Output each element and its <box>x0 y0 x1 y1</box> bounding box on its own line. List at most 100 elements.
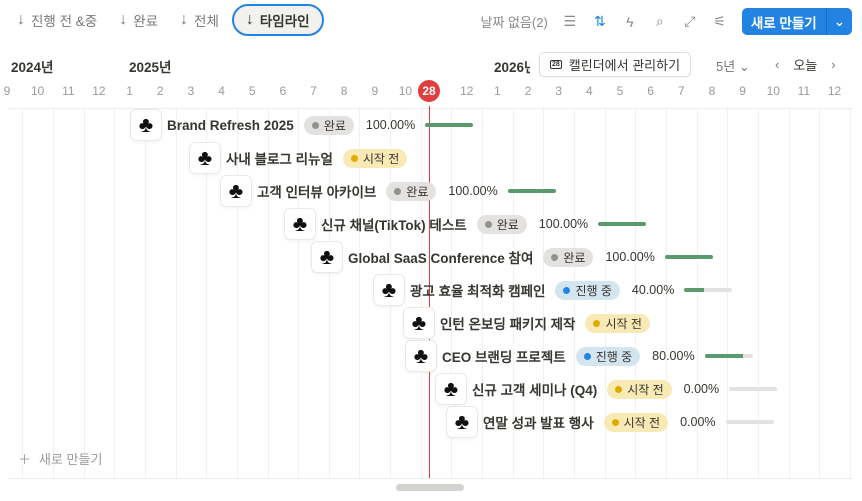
status-badge: 완료 <box>543 247 594 267</box>
status-label: 시작 전 <box>623 415 661 430</box>
new-button[interactable]: 새로 만들기 ⌄ <box>741 8 852 35</box>
item-name: 신규 고객 세미나 (Q4) <box>472 383 598 398</box>
year-label: 2024년 <box>11 60 54 75</box>
prev-button[interactable]: ‹ <box>775 57 780 72</box>
status-badge: 진행 중 <box>575 346 641 366</box>
gridline <box>819 108 821 479</box>
arrow-down-icon: ↓ <box>245 11 254 28</box>
today-marker: 28 <box>418 80 440 102</box>
item-name: 고객 인터뷰 아카이브 <box>257 185 377 200</box>
manage-in-calendar-button[interactable]: 28 캘린더에서 관리하기 <box>539 52 692 77</box>
progress-text: 0.00% <box>683 382 720 396</box>
tab-1[interactable]: ↓완료 <box>110 4 167 36</box>
gridline <box>114 108 116 479</box>
month-label: 7 <box>310 84 317 98</box>
automation-icon[interactable]: ϟ <box>626 13 634 30</box>
progress-bar <box>704 354 753 358</box>
no-date-button[interactable]: 날짜 없음(2) <box>480 15 548 30</box>
gridline <box>512 108 514 479</box>
new-button-label[interactable]: 새로 만들기 <box>750 15 817 31</box>
year-label: 2025년 <box>129 60 172 75</box>
month-label: 12 <box>827 84 842 98</box>
toolbar: 날짜 없음(2) ☰ ⇅ ϟ ⌕ ⤢ ⚟ 새로 만들기 ⌄ <box>480 8 852 35</box>
today-line <box>429 106 430 479</box>
today-button[interactable]: 오늘 <box>793 58 818 73</box>
club-icon: ♣ <box>190 143 220 173</box>
status-label: 진행 중 <box>575 283 612 298</box>
gridline <box>849 108 851 479</box>
club-icon: ♣ <box>374 275 404 305</box>
gridline <box>757 108 759 479</box>
status-dot <box>593 319 601 327</box>
tab-label: 전체 <box>194 14 219 29</box>
month-label: 1 <box>126 84 133 98</box>
tab-3[interactable]: ↓ 타임라인 <box>231 4 324 36</box>
month-label: 2 <box>524 84 532 98</box>
horizontal-scrollbar[interactable] <box>396 484 464 491</box>
gridline <box>788 108 790 479</box>
next-button[interactable]: › <box>831 57 836 72</box>
progress-bar <box>425 123 474 127</box>
gridline <box>236 108 238 479</box>
gridline <box>298 108 300 479</box>
progress-text: 0.00% <box>680 415 716 429</box>
progress-text: 100.00% <box>538 217 589 231</box>
club-icon: ♣ <box>436 374 466 404</box>
status-badge: 시작 전 <box>585 313 650 333</box>
gridline <box>22 108 24 479</box>
month-label: 10 <box>766 84 780 98</box>
tab-0[interactable]: ↓진행 전 &중 <box>8 4 106 36</box>
status-label: 완료 <box>563 250 586 265</box>
range-select[interactable]: 5년 ⌄ <box>716 59 750 74</box>
sort-icon[interactable]: ⇅ <box>593 13 606 29</box>
gridline <box>727 108 729 479</box>
chevron-down-icon[interactable]: ⌄ <box>825 8 852 35</box>
status-dot <box>563 286 571 294</box>
status-badge: 완료 <box>476 214 527 234</box>
progress-bar <box>729 387 778 391</box>
year-label: 2026년 <box>494 60 530 75</box>
progress-text: 40.00% <box>631 283 675 297</box>
month-label: 4 <box>218 84 225 98</box>
tab-2[interactable]: ↓ 전체 <box>171 4 228 36</box>
month-label: 3 <box>555 84 563 98</box>
status-badge: 시작 전 <box>603 412 669 432</box>
item-name: 신규 채널(TikTok) 테스트 <box>321 218 467 233</box>
progress-bar <box>684 288 733 292</box>
range-value: 5년 <box>716 59 736 74</box>
month-label: 11 <box>797 84 811 98</box>
add-item-button[interactable]: ＋새로 만들기 <box>18 449 102 468</box>
month-label: 5 <box>248 84 256 98</box>
month-label: 8 <box>340 84 348 98</box>
month-label: 6 <box>647 84 654 98</box>
tab-label: 타임라인 <box>259 14 310 29</box>
gridline <box>451 108 453 479</box>
month-label: 12 <box>460 84 474 98</box>
gridline <box>543 108 545 479</box>
expand-icon[interactable]: ⤢ <box>684 13 696 29</box>
status-dot <box>611 418 619 426</box>
item-name: Brand Refresh 2025 <box>167 117 294 133</box>
search-icon[interactable]: ⌕ <box>655 13 664 29</box>
month-label: 9 <box>371 84 379 98</box>
filter-icon[interactable]: ☰ <box>563 13 577 29</box>
status-dot <box>311 121 319 129</box>
club-icon: ♣ <box>406 341 436 371</box>
club-icon: ♣ <box>404 308 434 338</box>
gridline <box>635 108 637 479</box>
settings-icon[interactable]: ⚟ <box>713 13 727 29</box>
status-dot <box>484 220 492 228</box>
progress-text: 100.00% <box>605 250 655 264</box>
month-label: 12 <box>92 84 106 98</box>
arrow-down-icon: ↓ <box>180 11 189 28</box>
